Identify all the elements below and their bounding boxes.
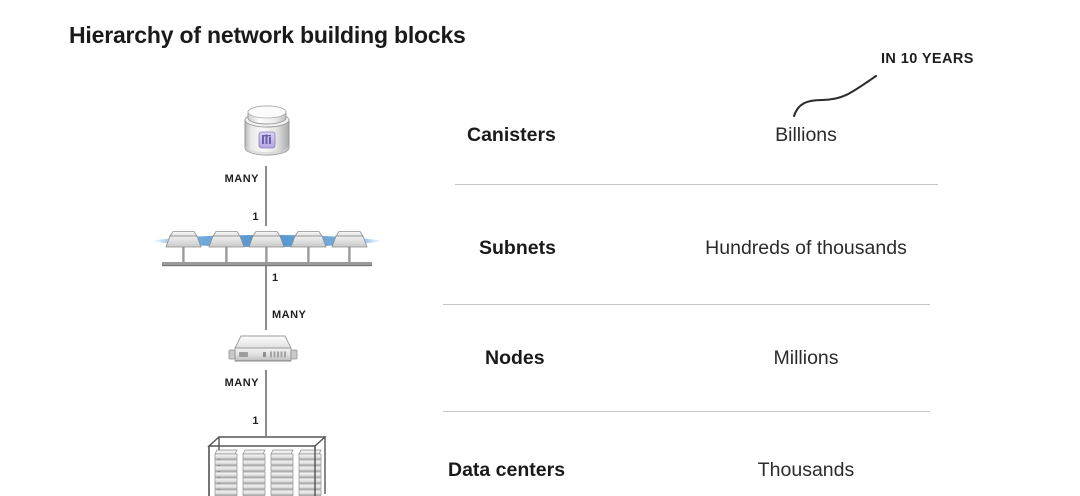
row-divider-3 bbox=[443, 411, 930, 412]
row-value-canisters: Billions bbox=[775, 124, 837, 146]
row-label-subnets: Subnets bbox=[479, 237, 556, 259]
row-divider-2 bbox=[443, 304, 930, 305]
row-label-data-centers: Data centers bbox=[448, 459, 566, 481]
cardinality-many-3: MANY bbox=[224, 377, 259, 389]
row-divider-1 bbox=[455, 184, 938, 185]
curved-pointer-line-icon bbox=[792, 74, 878, 118]
data-center-rack-icon bbox=[203, 432, 331, 496]
row-value-data-centers: Thousands bbox=[757, 459, 855, 481]
subnet-icon bbox=[152, 224, 382, 270]
row-label-nodes: Nodes bbox=[485, 347, 545, 369]
row-label-canisters: Canisters bbox=[467, 124, 556, 146]
connector-subnet-to-node bbox=[265, 264, 267, 330]
row-value-nodes: Millions bbox=[773, 347, 839, 369]
cardinality-many-1: MANY bbox=[224, 173, 259, 185]
canister-icon bbox=[237, 104, 297, 164]
cardinality-many-2: MANY bbox=[272, 309, 307, 321]
connector-canister-to-subnet bbox=[265, 166, 267, 226]
cardinality-one-2: 1 bbox=[272, 272, 279, 284]
cardinality-one-1: 1 bbox=[252, 211, 259, 223]
page-title: Hierarchy of network building blocks bbox=[69, 22, 466, 48]
connector-node-to-data-center bbox=[265, 370, 267, 436]
callout-label-in-10-years: IN 10 YEARS bbox=[881, 51, 974, 67]
row-value-subnets: Hundreds of thousands bbox=[705, 237, 907, 259]
cardinality-one-3: 1 bbox=[252, 415, 259, 427]
server-node-icon bbox=[226, 328, 300, 372]
